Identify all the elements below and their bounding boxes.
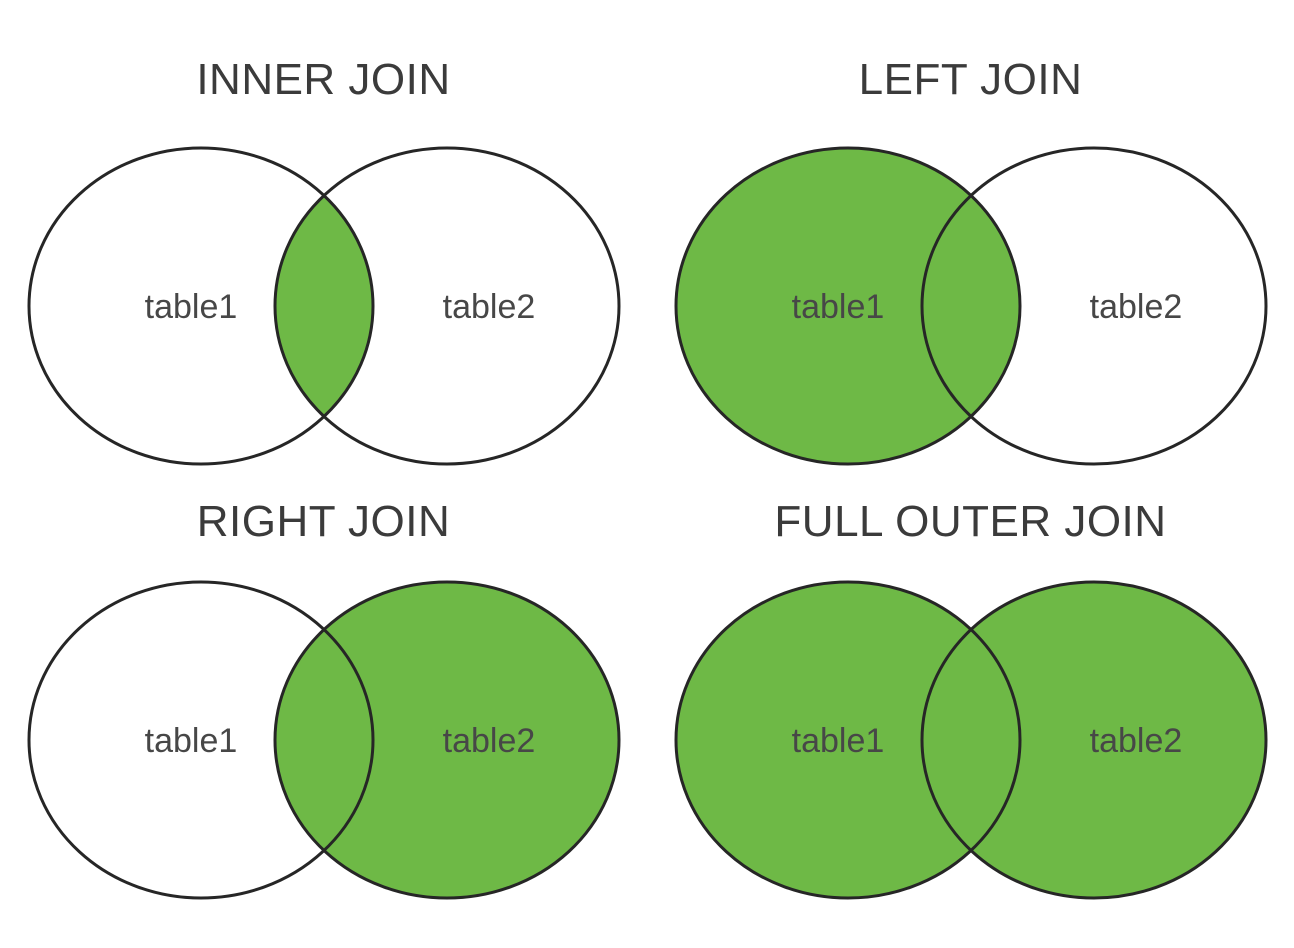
panel-title: RIGHT JOIN — [196, 497, 451, 546]
left-circle-label: table1 — [144, 288, 237, 326]
left-circle — [28, 582, 373, 898]
left-circle — [28, 148, 373, 464]
right-circle-outline — [273, 146, 620, 466]
left-circle-label: table1 — [791, 288, 884, 326]
right-circle-label: table2 — [442, 722, 535, 760]
join-panel-left: LEFT JOIN table1 table2 — [647, 0, 1294, 474]
join-panel-full-outer: FULL OUTER JOIN table1 table2 — [647, 474, 1294, 948]
left-circle — [675, 148, 1020, 464]
join-panel-right: RIGHT JOIN table1 table2 — [0, 474, 647, 948]
right-circle-label: table2 — [1089, 722, 1182, 760]
panel-title: INNER JOIN — [196, 55, 451, 104]
left-circle-outline — [27, 146, 374, 466]
right-circle-outline — [920, 146, 1267, 466]
right-circle-outline — [273, 580, 620, 900]
right-circle — [921, 582, 1266, 898]
left-circle-label: table1 — [144, 722, 237, 760]
right-circle-label: table2 — [442, 288, 535, 326]
right-circle-label: table2 — [1089, 288, 1182, 326]
venn-diagram-inner: table1 table2 — [27, 146, 620, 466]
left-circle-label: table1 — [791, 722, 884, 760]
left-circle-outline — [674, 146, 1021, 466]
right-circle — [274, 582, 619, 898]
right-circle — [274, 148, 619, 464]
panel-title: FULL OUTER JOIN — [774, 497, 1167, 546]
venn-diagram-right: table1 table2 — [27, 580, 620, 900]
left-circle-outline — [674, 580, 1021, 900]
join-panel-inner: INNER JOIN table1 table2 — [0, 0, 647, 474]
right-circle-outline — [920, 580, 1267, 900]
left-circle-outline — [27, 580, 374, 900]
venn-diagram-left: table1 table2 — [674, 146, 1267, 466]
left-circle — [675, 582, 1020, 898]
right-circle — [921, 148, 1266, 464]
venn-diagram-full-outer: table1 table2 — [674, 580, 1267, 900]
panel-title: LEFT JOIN — [858, 55, 1083, 104]
